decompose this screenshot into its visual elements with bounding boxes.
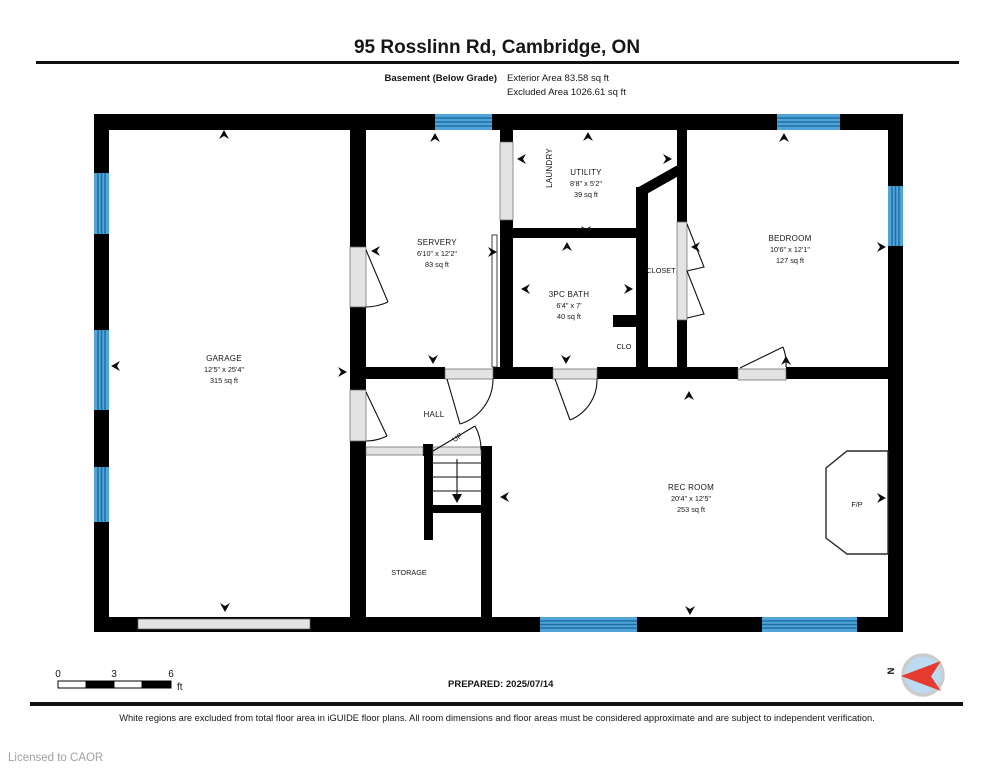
angled-wall: [637, 165, 682, 197]
fireplace-shape: [825, 450, 889, 555]
room-area-servery: 83 sq ft: [425, 260, 449, 269]
disclaimer-text: White regions are excluded from total fl…: [119, 713, 875, 723]
stairs-up-label: UP: [451, 431, 465, 444]
scale-segment: [57, 680, 87, 689]
room-area-garage: 315 sq ft: [210, 376, 238, 385]
stairs: [431, 459, 481, 503]
compass-north-label: N: [886, 667, 897, 674]
room-label-laundry: LAUNDRY: [545, 148, 554, 188]
walls: [94, 114, 903, 632]
room-area-bath: 40 sq ft: [557, 312, 581, 321]
scale-segment: [141, 680, 172, 689]
prepared-date: PREPARED: 2025/07/14: [448, 679, 554, 690]
room-labels: GARAGE 12'5" x 25'4" 315 sq ft SERVERY 6…: [204, 148, 863, 577]
footer: White regions are excluded from total fl…: [8, 702, 963, 764]
floor-plan: GARAGE 12'5" x 25'4" 315 sq ft SERVERY 6…: [94, 114, 903, 632]
title-divider: [36, 61, 959, 64]
scale-unit: ft: [177, 682, 183, 693]
room-dims-servery: 6'10" x 12'2": [417, 249, 457, 258]
scale-tick-0: 0: [55, 669, 61, 680]
excluded-area-label: Excluded Area 1026.61 sq ft: [507, 87, 626, 98]
exterior-area-label: Exterior Area 83.58 sq ft: [507, 73, 609, 84]
scale-segment: [85, 680, 115, 689]
window-mullions: [97, 117, 900, 629]
room-label-storage: STORAGE: [391, 568, 427, 577]
license-text: Licensed to CAOR: [8, 752, 103, 764]
stair-down-arrowhead: [452, 494, 462, 503]
door-openings: [137, 141, 787, 630]
room-label-clo: CLO: [616, 342, 631, 351]
room-area-bedroom: 127 sq ft: [776, 256, 804, 265]
wall-chase: [491, 234, 498, 368]
fireplace-label: F/P: [851, 500, 862, 509]
room-label-garage: GARAGE: [206, 354, 242, 363]
room-dims-utility: 8'8" x 5'2": [570, 179, 602, 188]
room-dims-rec: 20'4" x 12'5": [671, 494, 711, 503]
scale-tick-6: 6: [168, 669, 174, 680]
room-dims-bath: 6'4" x 7': [556, 301, 582, 310]
room-label-utility: UTILITY: [570, 168, 602, 177]
scale-tick-3: 3: [111, 669, 117, 680]
stair-treads: [431, 459, 481, 496]
room-area-rec: 253 sq ft: [677, 505, 705, 514]
room-label-bedroom: BEDROOM: [768, 234, 811, 243]
footer-divider: [30, 702, 963, 706]
room-dims-garage: 12'5" x 25'4": [204, 365, 244, 374]
scale-bar: 0 3 6 ft: [55, 669, 183, 693]
room-label-hall: HALL: [423, 410, 444, 419]
floor-label: Basement (Below Grade): [385, 73, 497, 84]
scale-segment: [113, 680, 143, 689]
room-label-closet: CLOSET: [646, 266, 676, 275]
compass-needle-icon: [901, 661, 941, 691]
room-label-rec: REC ROOM: [668, 483, 714, 492]
header: 95 Rosslinn Rd, Cambridge, ON Basement (…: [36, 37, 959, 98]
room-label-bath: 3PC BATH: [549, 290, 590, 299]
room-dims-bedroom: 10'6" x 12'1": [770, 245, 810, 254]
page-title: 95 Rosslinn Rd, Cambridge, ON: [354, 37, 640, 58]
compass: N: [886, 653, 945, 697]
room-label-servery: SERVERY: [417, 238, 457, 247]
room-area-utility: 39 sq ft: [574, 190, 598, 199]
